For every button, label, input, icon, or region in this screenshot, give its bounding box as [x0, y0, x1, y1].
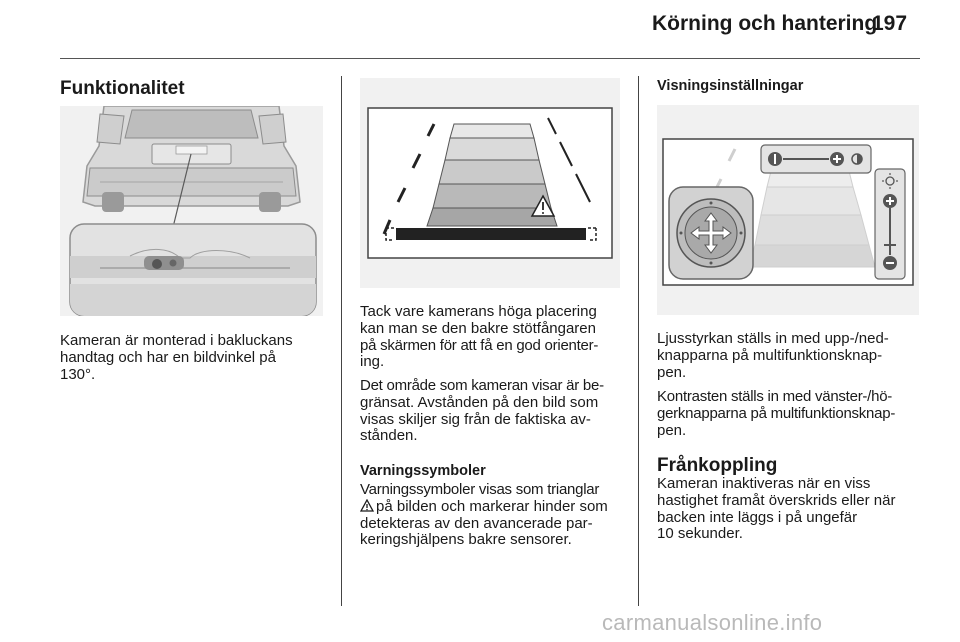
page-header-title: Körning och hantering	[652, 12, 878, 35]
column-divider-right	[638, 76, 639, 606]
text-line: Kameran är monterad i bakluckans	[60, 332, 293, 349]
text-line: kan man se den bakre stötfångaren	[360, 319, 596, 337]
text-line: Tack vare kamerans höga placering	[360, 303, 597, 320]
paragraph-camera-area: Det område som kameran visar är be- grän…	[360, 377, 604, 445]
text-line: Kontrasten ställs in med vänster-/hö-	[657, 388, 893, 405]
heading-deactivation: Frånkoppling	[657, 455, 778, 476]
text-line: Ljusstyrkan ställs in med upp-/ned-	[657, 330, 889, 347]
text-line: gränsat. Avstånden på den bild som	[360, 393, 599, 411]
text-line: pen.	[657, 421, 687, 439]
column-divider-left	[341, 76, 342, 606]
paragraph-camera-placement: Tack vare kamerans höga placering kan ma…	[360, 303, 599, 371]
page-number: 197	[872, 12, 908, 35]
text-line: knapparna på multifunktionsknap-	[657, 346, 883, 364]
text-line: på skärmen för att få en god orienter-	[360, 336, 599, 354]
figure-display-settings	[657, 105, 919, 315]
text-line: backen inte läggs i på ungefär	[657, 508, 858, 526]
heading-functionality: Funktionalitet	[60, 78, 185, 99]
text-fragment: på bilden och markerar hinder som	[376, 497, 608, 515]
text-line: keringshjälpens bakre sensorer.	[360, 531, 572, 549]
footer-watermark: carmanualsonline.info	[602, 610, 823, 635]
text-line: visas skiljer sig från de faktiska av-	[360, 410, 591, 428]
text-line: detekteras av den avancerade par-	[360, 514, 593, 532]
text-line: ing.	[360, 353, 385, 371]
text-line: Det område som kameran visar är be-	[360, 377, 604, 394]
paragraph-contrast: Kontrasten ställs in med vänster-/hö- ge…	[657, 388, 896, 439]
header-divider	[60, 58, 920, 59]
heading-warning-symbols: Varningssymboler	[360, 463, 486, 479]
text-line: Kameran inaktiveras när en viss	[657, 475, 871, 492]
paragraph-warning-symbols: Varningssymboler visas som trianglar på …	[360, 481, 608, 549]
text-line: 130°.	[60, 365, 96, 383]
text-line: Varningssymboler visas som trianglar	[360, 481, 600, 498]
text-line-with-icon: på bilden och markerar hinder som	[360, 497, 608, 516]
heading-display-settings: Visningsinställningar	[657, 78, 804, 94]
warning-triangle-icon	[360, 498, 374, 512]
paragraph-functionality: Kameran är monterad i bakluckans handtag…	[60, 332, 293, 383]
text-line: pen.	[657, 363, 687, 381]
text-line: stånden.	[360, 427, 418, 445]
text-line: handtag och har en bildvinkel på	[60, 348, 276, 366]
text-line: hastighet framåt överskrids eller när	[657, 491, 896, 509]
text-line: gerknapparna på multifunktionsknap-	[657, 404, 896, 422]
text-line: 10 sekunder.	[657, 525, 743, 543]
paragraph-deactivation: Kameran inaktiveras när en viss hastighe…	[657, 475, 896, 543]
figure-camera-display-guidelines	[360, 78, 620, 288]
paragraph-brightness: Ljusstyrkan ställs in med upp-/ned- knap…	[657, 330, 889, 381]
figure-rear-camera-location	[60, 106, 323, 316]
